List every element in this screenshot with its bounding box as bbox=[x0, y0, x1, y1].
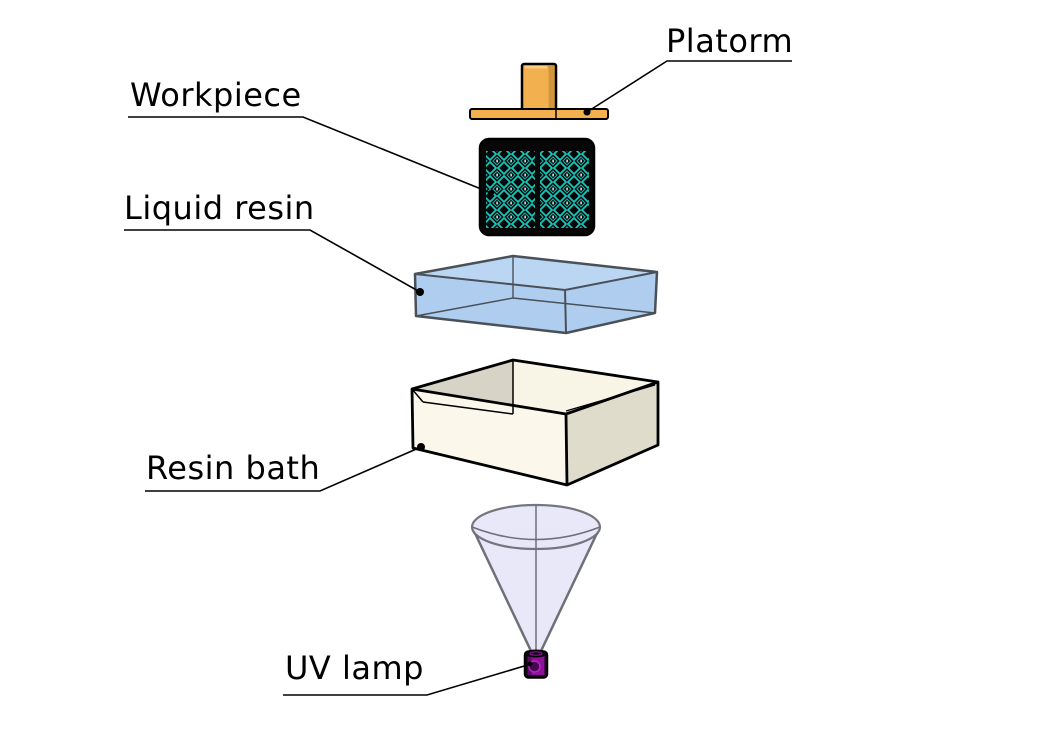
bath-front-face bbox=[412, 389, 567, 485]
leader-dots bbox=[416, 108, 591, 667]
bath-right-face bbox=[566, 382, 658, 485]
leader-line-uv-lamp bbox=[283, 663, 532, 696]
bath-outline bbox=[410, 358, 660, 487]
liquid-resin-slab-shape bbox=[413, 254, 659, 335]
lamp-top-cap bbox=[525, 649, 547, 658]
leader-line-resin-bath bbox=[145, 446, 422, 492]
platform-label: Platorm bbox=[666, 22, 794, 60]
leader-dot-workpiece bbox=[488, 190, 494, 196]
leader-dot-liquid-resin bbox=[416, 288, 424, 296]
platform-post-shade bbox=[548, 66, 555, 109]
leader-dot-resin-bath bbox=[417, 443, 425, 451]
leader-dot-uv-lamp bbox=[527, 661, 533, 667]
resin-slab-front-edges bbox=[414, 271, 658, 333]
workpiece-face-left bbox=[486, 151, 535, 228]
workpiece-label: Workpiece bbox=[130, 76, 302, 114]
platform-plate bbox=[469, 108, 609, 120]
lamp-top-ring bbox=[529, 651, 543, 656]
build-platform-shape bbox=[469, 62, 609, 120]
workpiece-cube-shape bbox=[478, 137, 596, 237]
resin-bath-shape bbox=[410, 358, 660, 487]
leader-line-liquid-resin bbox=[124, 229, 421, 293]
uv-light-cone-shape bbox=[470, 503, 602, 652]
resin-slab-inner-edges bbox=[415, 256, 656, 317]
uv-lamp-label: UV lamp bbox=[285, 649, 424, 687]
leader-lines bbox=[124, 60, 792, 696]
workpiece-face-right bbox=[540, 151, 589, 228]
platform-post-highlight bbox=[525, 65, 547, 69]
resin-slab-outline bbox=[413, 254, 659, 335]
leader-dot-platform bbox=[583, 108, 591, 116]
resin-bath-label: Resin bath bbox=[146, 449, 321, 487]
leader-line-workpiece bbox=[128, 116, 492, 194]
liquid-resin-label: Liquid resin bbox=[124, 189, 315, 227]
resin-slab-top-face bbox=[415, 256, 657, 290]
cone-side-edges bbox=[471, 528, 601, 652]
leader-line-platform bbox=[586, 60, 792, 113]
